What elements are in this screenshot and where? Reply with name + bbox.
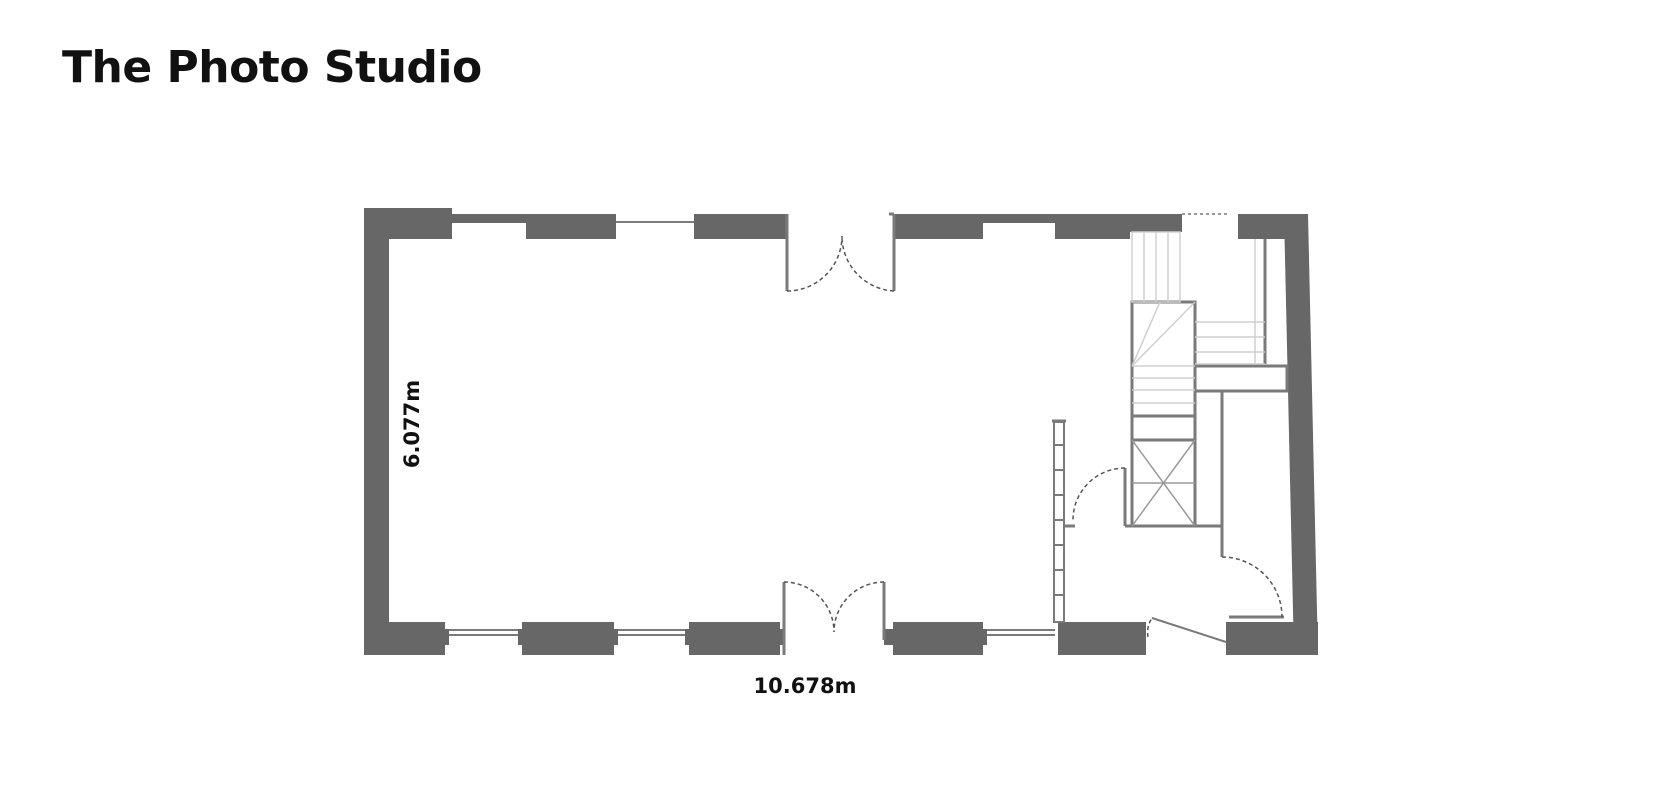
door-swing-top-right: [841, 235, 895, 292]
wall-top-segment: [452, 214, 526, 223]
dimension-width-label: 6.077m: [400, 380, 424, 468]
door-swing-top-left: [786, 235, 843, 292]
plan-title: The Photo Studio: [62, 42, 482, 93]
stair-landing: [1130, 300, 1197, 418]
door-swing-side: [1072, 467, 1126, 521]
wall-top-pier: [893, 214, 983, 239]
wall-top-segment: [983, 214, 1055, 223]
wall-bottom-pier: [522, 622, 614, 655]
partition-screen: [1053, 421, 1065, 623]
wall-top-pier: [694, 214, 787, 239]
staircase: [1131, 231, 1265, 404]
wall-bottom-corner-left: [364, 622, 445, 655]
storage-cross: [1131, 439, 1196, 527]
door-swing-bottom-left: [783, 581, 835, 633]
partition-ticks: [1054, 444, 1064, 596]
wall-top-pier: [1055, 214, 1130, 239]
wall-bottom-pier: [1058, 622, 1146, 655]
wall-bottom-corner-right: [1226, 622, 1318, 655]
landing-strip: [1193, 364, 1289, 393]
wall-bottom-pier: [893, 622, 983, 655]
door-swings: [783, 235, 1283, 638]
door-swing-bottom-right: [833, 581, 885, 633]
dimension-length-label: 10.678m: [754, 674, 857, 698]
wall-top-corner-left: [364, 208, 452, 239]
entry-door-leaf: [1151, 617, 1227, 643]
door-swing-right: [1221, 556, 1283, 618]
wall-bottom-pier: [689, 622, 780, 655]
walls: [364, 208, 1318, 655]
wall-top-segment: [1130, 214, 1182, 232]
wall-top-pier: [526, 214, 616, 239]
wall-left: [364, 208, 389, 655]
wall-right: [1284, 214, 1318, 655]
door-swing-entry: [1146, 617, 1153, 638]
thin-lines: [449, 212, 1289, 655]
